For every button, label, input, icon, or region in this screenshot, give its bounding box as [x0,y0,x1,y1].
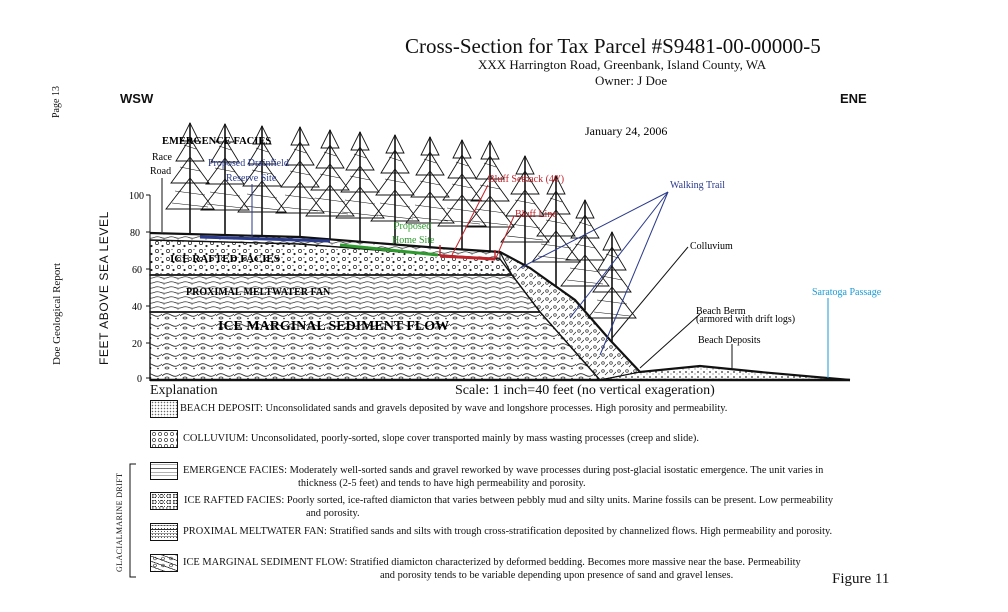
label-walking-trail: Walking Trail [670,180,725,191]
legend-text-ice-rafted: ICE RAFTED FACIES: Poorly sorted, ice-ra… [184,495,834,506]
label-emergence-facies: EMERGENCE FACIES [162,136,271,147]
label-drainfield-2: Reserve Site [226,173,277,184]
ice-marginal-swatch [150,554,178,572]
label-beach-berm-1: Beach Berm [696,306,746,317]
legend-cont-ice-rafted: and porosity. [306,508,360,519]
direction-right: ENE [840,91,867,106]
diagram-date: January 24, 2006 [585,124,667,138]
setback-line [439,254,496,261]
y-tick-100: 100 [129,191,144,202]
label-drainfield-1: Proposed Drainfield [208,158,289,169]
legend-text-emergence: EMERGENCE FACIES: Moderately well-sorted… [183,465,824,476]
legend-cont-emergence: thickness (2-5 feet) and tends to have h… [298,478,586,489]
label-bluff-line: Bluff Line [515,209,557,220]
label-home-site-2: Home Site [392,235,435,246]
emergence-swatch [150,462,178,480]
parcel-owner: Owner: J Doe [595,73,668,88]
figure-label: Figure 11 [832,571,890,587]
proximal-swatch [150,523,178,541]
y-tick-60: 60 [132,265,142,276]
glacialmarine-drift-label: GLACIALMARINE DRIFT [115,472,124,572]
legend-text-proximal: PROXIMAL MELTWATER FAN: Stratified sands… [183,526,833,537]
y-tick-40: 40 [132,302,142,313]
y-tick-80: 80 [130,228,140,239]
label-saratoga-passage: Saratoga Passage [812,287,882,298]
glacial-bracket [129,463,136,578]
label-beach-deposits: Beach Deposits [698,335,761,346]
label-colluvium: Colluvium [690,241,733,252]
legend-text-colluvium: COLLUVIUM: Unconsolidated, poorly-sorted… [183,433,699,444]
page-title: Cross-Section for Tax Parcel #S9481-00-0… [405,34,821,58]
label-ice-rafted: ICE RAFTED FACIES [170,253,280,265]
beach-swatch [150,400,178,418]
parcel-address: XXX Harrington Road, Greenbank, Island C… [478,57,767,72]
label-beach-berm-2: (armored with drift logs) [696,314,795,325]
y-axis-ticks: 100 80 60 40 20 0 [129,191,150,385]
label-proximal: PROXIMAL MELTWATER FAN [186,287,331,298]
scale-note: Scale: 1 inch=40 feet (no vertical exage… [455,383,715,398]
label-race-road-1: Race [152,152,173,163]
y-tick-0: 0 [137,374,142,385]
colluvium-swatch [150,430,178,448]
leader-lines [161,178,829,378]
drainfield-line [199,235,331,243]
label-home-site-1: Proposed [394,221,431,232]
home-site-line [339,243,439,257]
y-tick-20: 20 [132,339,142,350]
label-bluff-setback: Bluff Setback (40') [488,174,564,185]
ice-rafted-swatch [150,492,178,510]
explanation-heading: Explanation [150,383,218,398]
legend-text-ice-marginal: ICE MARGINAL SEDIMENT FLOW: Stratified d… [183,557,801,568]
direction-left: WSW [120,91,154,106]
legend-text-beach: BEACH DEPOSIT: Unconsolidated sands and … [180,403,728,414]
label-ice-marginal: ICE MARGINAL SEDIMENT FLOW [218,319,449,334]
label-race-road-2: Road [150,166,171,177]
legend-cont-ice-marginal: and porosity tends to be variable depend… [380,570,734,581]
ground-surface [149,231,851,382]
